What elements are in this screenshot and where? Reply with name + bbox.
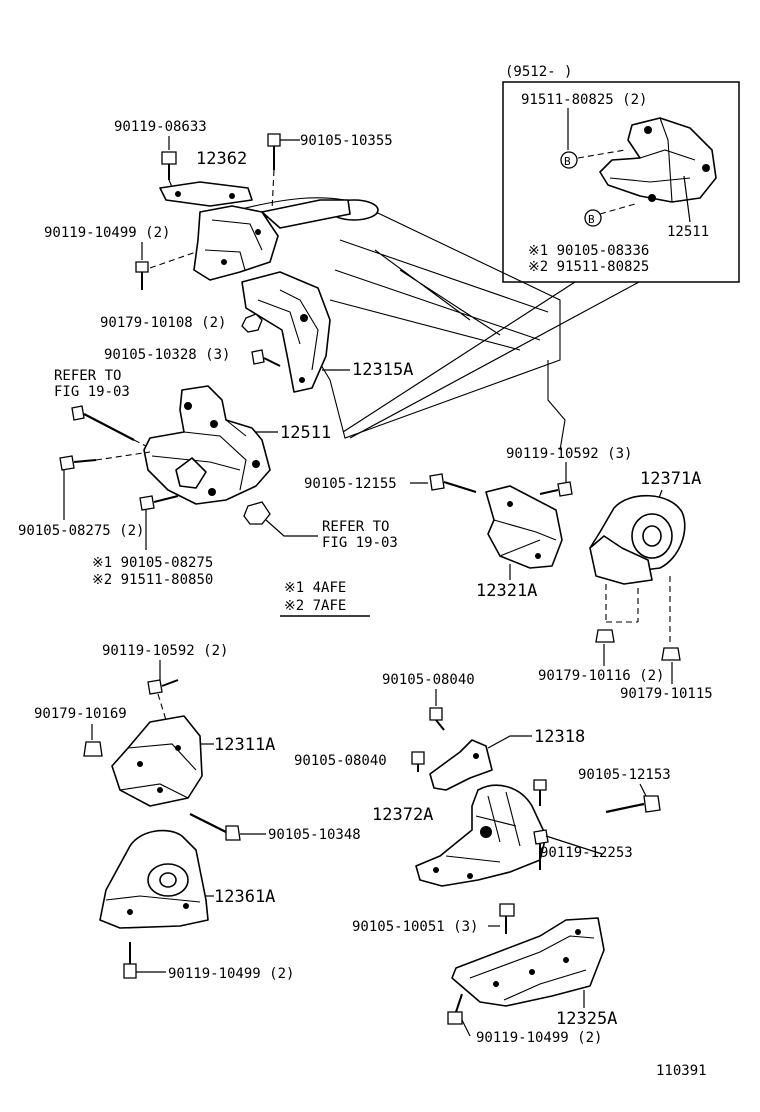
svg-text:B: B: [588, 213, 595, 226]
inset-note-1: ※1 90105-08336: [528, 243, 649, 259]
bolt-icon: [447, 993, 463, 1025]
long-bolt-icon: [605, 795, 661, 814]
stay-12318-icon: [429, 739, 493, 791]
label-90119-10592-2: 90119-10592 (2): [102, 643, 228, 659]
figure-number: 110391: [656, 1063, 707, 1079]
label-12511: 12511: [280, 423, 331, 443]
label-12325a: 12325A: [556, 1009, 617, 1029]
bolt-icon: [59, 455, 97, 471]
bracket-12511-icon: [143, 385, 271, 505]
label-90105-08275: 90105-08275 (2): [18, 523, 144, 539]
inset-bracket-12511-icon: [599, 117, 717, 203]
label-90105-08040-bottom: 90105-08040: [294, 753, 387, 769]
bracket-12315a-icon: [241, 271, 331, 393]
plate-12325a-group: 90105-10051 (3) 12325A 90119-10499 (2): [352, 903, 617, 1046]
inset-title: (9512- ): [505, 64, 572, 80]
mount-12372a-group: 90105-08040 90105-08040 12318 12372A: [294, 672, 671, 887]
b-marker-icon: B: [584, 209, 602, 227]
long-bolt-icon: [189, 813, 241, 841]
bolt-icon: [539, 481, 573, 497]
label-90179-10115: 90179-10115: [620, 686, 713, 702]
mount-bracket-12511-group: REFER TO FIG 19-03 12511 90105-08275 (2): [18, 368, 398, 588]
bolt-icon: [123, 942, 137, 979]
label-90105-10348: 90105-10348: [268, 827, 361, 843]
bracket-12311a-icon: [111, 715, 203, 807]
bracket-12321a-icon: [485, 485, 563, 569]
bolt-icon: [139, 495, 179, 511]
mount-12371a-group: 12371A 90179-10116 (2) 90179-10115: [538, 469, 713, 702]
nut-icon: [241, 313, 263, 333]
insulator-12372a-icon: [415, 784, 547, 887]
inset-box: (9512- ) 91511-80825 (2) B B 12511 ※1 90…: [342, 64, 740, 439]
label-90179-10108: 90179-10108 (2): [100, 315, 226, 331]
nut-icon: [595, 629, 615, 643]
label-90105-10328: 90105-10328 (3): [104, 347, 230, 363]
label-90119-10592-3: 90119-10592 (3): [506, 446, 632, 462]
label-90105-12155: 90105-12155: [304, 476, 397, 492]
label-90105-10355: 90105-10355: [300, 133, 393, 149]
stay-12362-icon: [159, 181, 253, 207]
inset-note-2: ※2 91511-80825: [528, 259, 649, 275]
bolt-icon: [135, 261, 149, 290]
label-12371a: 12371A: [640, 469, 701, 489]
nut-icon: [661, 647, 681, 661]
refer-text-line-3: REFER TO: [322, 519, 389, 535]
label-12362: 12362: [196, 149, 247, 169]
label-12315a: 12315A: [352, 360, 413, 380]
mount-bracket-12315a-group: 90179-10108 (2) 90105-10328 (3) 12315A: [100, 271, 413, 393]
engine-mount-bracket-icon: [193, 205, 279, 281]
inset-bolt-label: 91511-80825 (2): [521, 92, 647, 108]
label-90119-08633: 90119-08633: [114, 119, 207, 135]
label-90105-12153: 90105-12153: [578, 767, 671, 783]
refer-text-line-1: REFER TO: [54, 368, 121, 384]
label-12372a: 12372A: [372, 805, 433, 825]
bolt-icon: [533, 779, 547, 806]
label-90119-10499-bottom: 90119-10499 (2): [476, 1030, 602, 1046]
bolt-icon: [147, 679, 179, 695]
plate-12325a-icon: [451, 917, 605, 1007]
bolt-icon: [429, 707, 445, 731]
label-12361a: 12361A: [214, 887, 275, 907]
upper-mount-group: 90119-08633 12362 90105-10355 90119-1049…: [44, 119, 393, 290]
label-90179-10116: 90179-10116 (2): [538, 668, 664, 684]
long-bolt-icon: [71, 405, 135, 441]
bolt-icon: [411, 751, 425, 772]
b-marker-icon: B: [560, 151, 578, 169]
label-12318: 12318: [534, 727, 585, 747]
bracket-12321a-group: 90119-10592 (3) 90105-12155 12321A: [304, 446, 632, 601]
bolt-icon: [251, 349, 281, 367]
label-90119-10499-mid: 90119-10499 (2): [168, 966, 294, 982]
nut-icon: [83, 741, 103, 757]
mount-12311a-group: 90119-10592 (2) 90179-10169 12311A: [34, 643, 275, 807]
label-12321a: 12321A: [476, 581, 537, 601]
label-90179-10169: 90179-10169: [34, 706, 127, 722]
inset-bracket-label: 12511: [667, 224, 709, 240]
refer-text-line-2: FIG 19-03: [54, 384, 130, 400]
bushing-icon: [243, 501, 271, 525]
label-90119-12253: 90119-12253: [540, 845, 633, 861]
engine-legend: ※1 4AFE ※2 7AFE: [280, 580, 370, 617]
label-12311a: 12311A: [214, 735, 275, 755]
label-note2-91511-80850: ※2 91511-80850: [92, 572, 213, 588]
long-bolt-icon: [429, 473, 477, 494]
insulator-12361a-icon: [99, 829, 209, 929]
bolt-icon: [533, 829, 549, 870]
bolt-icon: [499, 903, 515, 934]
svg-text:B: B: [564, 155, 571, 168]
mount-12361a-group: 90105-10348 12361A 90119-10499 (2): [99, 813, 361, 982]
label-90119-10499-top: 90119-10499 (2): [44, 225, 170, 241]
legend-7afe: ※2 7AFE: [284, 598, 346, 614]
bolt-icon: [267, 133, 281, 170]
label-90105-10051: 90105-10051 (3): [352, 919, 478, 935]
legend-4afe: ※1 4AFE: [284, 580, 346, 596]
insulator-12371a-icon: [589, 494, 686, 585]
refer-text-line-4: FIG 19-03: [322, 535, 398, 551]
label-note1-90105-08275: ※1 90105-08275: [92, 555, 213, 571]
bolt-icon: [161, 151, 177, 180]
label-90105-08040-top: 90105-08040: [382, 672, 475, 688]
